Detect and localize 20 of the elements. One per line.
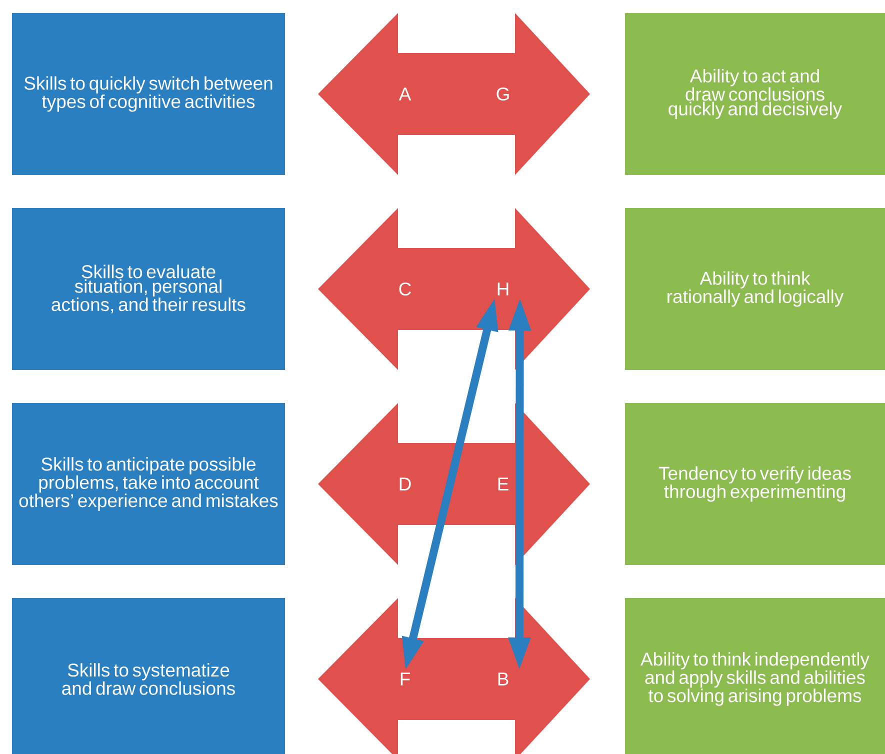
- letter-label: C: [399, 282, 411, 296]
- ability-box: Ability to think independently and apply skills and abilities to solving arising problems: [625, 598, 885, 754]
- double-arrow-shape: [318, 13, 590, 175]
- double-arrow-shape: [318, 208, 590, 370]
- letter-label: D: [400, 478, 411, 490]
- letter-label: B: [498, 672, 508, 686]
- ability-box: Tendency to verify ideas through experimenting: [625, 403, 885, 565]
- skill-box: Skills to quickly switch between types of cognitive activities: [12, 13, 285, 175]
- double-arrow-shape: [318, 598, 590, 754]
- skill-box: Skills to systematize and draw conclusions: [12, 598, 285, 754]
- ability-box: Ability to think rationally and logically: [625, 208, 885, 370]
- double-arrow-shape: [318, 403, 590, 565]
- ability-box: Ability to act and draw conclusions quickly and decisively: [625, 13, 885, 175]
- letter-label: G: [496, 87, 509, 101]
- letter-label: H: [498, 282, 508, 296]
- letter-label: E: [498, 478, 508, 490]
- skill-box: Skills to anticipate possible problems, take into account others’ experience and mistakes: [12, 403, 285, 565]
- letter-label: A: [398, 88, 412, 100]
- letter-label: F: [400, 672, 410, 686]
- skill-box: Skills to evaluate situation, personal actions, and their results: [12, 208, 285, 370]
